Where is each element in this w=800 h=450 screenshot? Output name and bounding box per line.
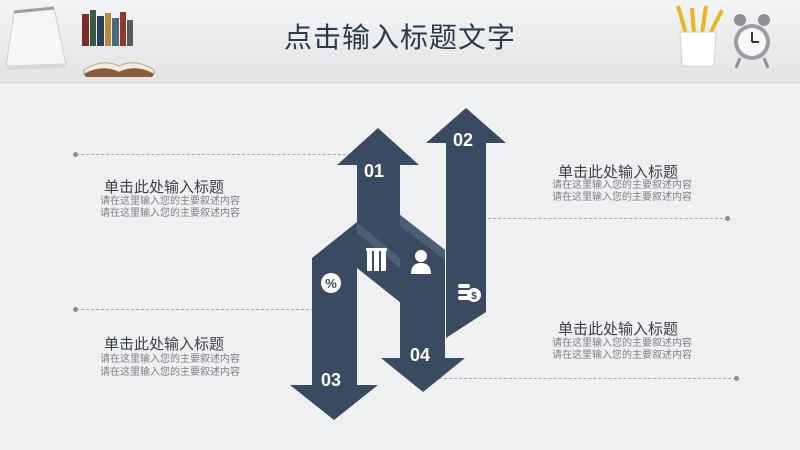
arrow-03-shape	[290, 222, 378, 420]
connector-dot-02	[725, 216, 730, 221]
header-band	[0, 0, 800, 83]
coins-dollar-icon: $	[458, 284, 481, 302]
open-book-icon	[83, 62, 155, 77]
pencil-cup-icon	[676, 5, 724, 67]
item-desc-04a: 请在这里输入您的主要叙述内容	[552, 338, 692, 349]
item-desc-01a: 请在这里输入您的主要叙述内容	[100, 196, 240, 207]
arrow-number-03: 03	[321, 370, 342, 390]
arrow-02-shape	[426, 108, 506, 338]
connector-line-04	[434, 378, 736, 379]
person-icon	[411, 250, 431, 274]
item-desc-02b: 请在这里输入您的主要叙述内容	[552, 192, 692, 203]
item-desc-03a: 请在这里输入您的主要叙述内容	[100, 354, 240, 365]
arrow-04-shape	[381, 215, 465, 392]
connector-dot-01	[73, 152, 78, 157]
connector-line-01	[76, 154, 376, 155]
books-decoration-icon	[82, 10, 133, 46]
item-desc-02a: 请在这里输入您的主要叙述内容	[552, 180, 692, 191]
connector-line-03	[76, 309, 314, 310]
item-desc-01b: 请在这里输入您的主要叙述内容	[100, 208, 240, 219]
page-title: 点击输入标题文字	[283, 21, 516, 54]
item-title-04: 单击此处输入标题	[558, 320, 679, 338]
calendar-icon	[5, 6, 67, 70]
arrow-number-02: 02	[453, 130, 474, 150]
arrow-number-01: 01	[364, 161, 385, 181]
connector-dot-03	[73, 307, 78, 312]
svg-text:%: %	[325, 276, 337, 291]
item-title-02: 单击此处输入标题	[558, 163, 679, 181]
item-title-03: 单击此处输入标题	[104, 335, 225, 353]
connector-line-02	[478, 218, 728, 219]
arrow-number-04: 04	[410, 345, 431, 365]
svg-text:$: $	[471, 291, 477, 302]
connector-dot-04	[734, 376, 739, 381]
alarm-clock-icon	[734, 14, 770, 69]
item-desc-03b: 请在这里输入您的主要叙述内容	[100, 367, 240, 378]
item-desc-04b: 请在这里输入您的主要叙述内容	[552, 350, 692, 361]
percent-icon: %	[321, 273, 341, 293]
item-title-01: 单击此处输入标题	[104, 178, 225, 196]
books-icon	[366, 248, 387, 271]
